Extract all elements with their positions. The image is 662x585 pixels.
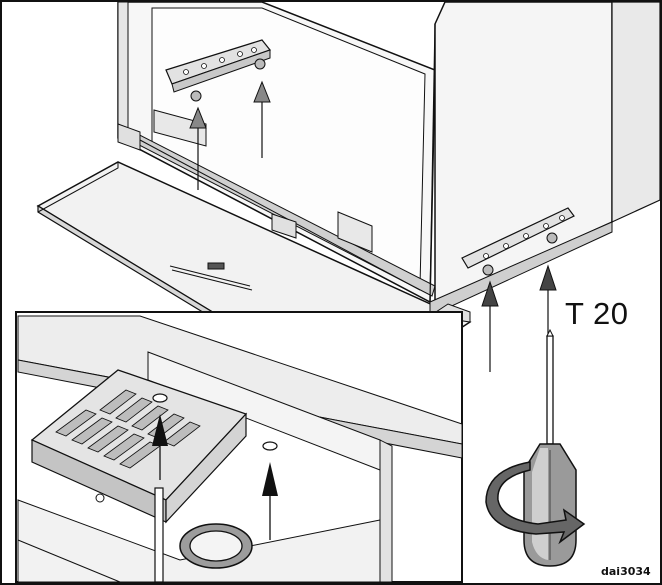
up-arrow-icon — [539, 264, 557, 338]
tool-size-label: T 20 — [565, 296, 629, 331]
housing-back-panel — [151, 7, 426, 287]
mounting-bracket-bottom — [461, 207, 575, 276]
screwdriver-tip-icon — [154, 487, 164, 583]
up-arrow-icon — [481, 280, 499, 372]
up-arrow-icon — [253, 80, 271, 158]
up-arrow-icon — [189, 106, 207, 190]
plate-markings — [169, 262, 253, 291]
housing-left-side — [117, 1, 129, 141]
housing-right-side — [611, 1, 661, 223]
mounting-bracket-top — [165, 39, 271, 102]
figure-reference: dai3034 — [601, 565, 651, 578]
detail-inset — [15, 311, 463, 583]
grommet-ring — [179, 523, 253, 569]
up-arrow-icon — [152, 414, 168, 480]
up-arrow-icon — [262, 462, 278, 540]
rotate-arrow-icon — [485, 461, 586, 545]
